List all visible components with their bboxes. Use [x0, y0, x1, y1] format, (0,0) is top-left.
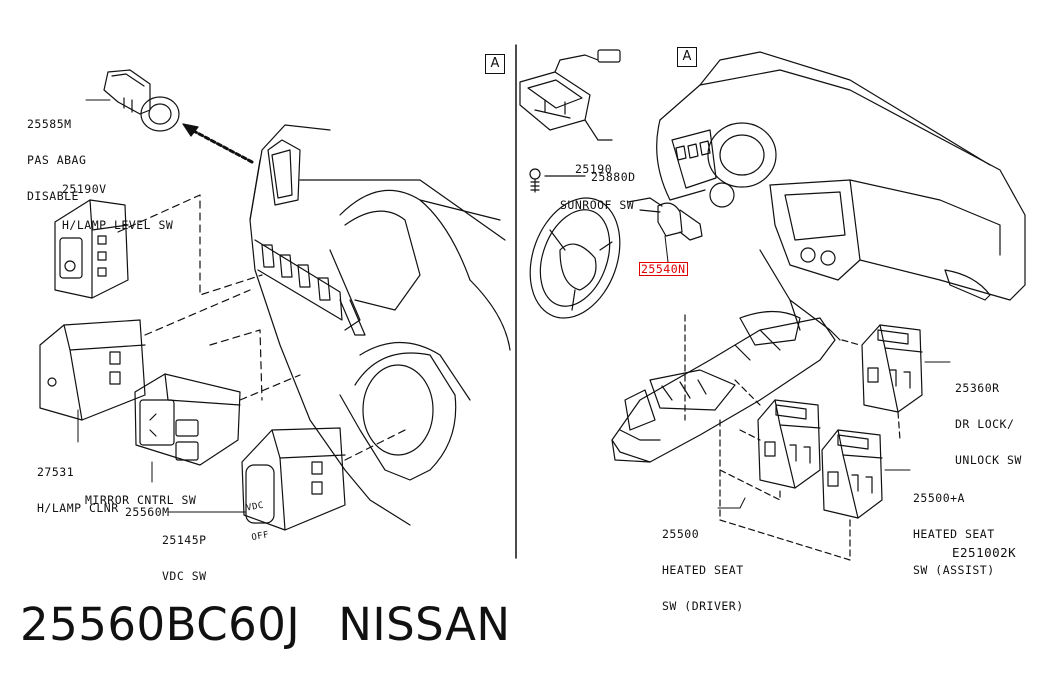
steering-wheel — [529, 197, 621, 319]
part-desc: UNLOCK SW — [955, 453, 1022, 467]
part-label-25540n-highlighted: 25540N — [639, 262, 688, 276]
part-desc: PAS ABAG — [27, 153, 87, 167]
screw-25880d — [529, 168, 586, 193]
ref-marker-left: A — [485, 54, 505, 74]
part-label-25360r: 25360R DR LOCK/ UNLOCK SW — [955, 358, 1022, 478]
heated-seat-assist-switch — [821, 429, 883, 519]
parts-diagram — [39, 44, 1026, 561]
install-arrow — [186, 126, 254, 164]
brand-name: NISSAN — [338, 598, 511, 651]
part-label-27531: 27531 H/LAMP CLNR — [37, 442, 119, 526]
vdc-switch — [241, 427, 346, 531]
mirror-control-switch — [134, 373, 241, 466]
sunroof-switch — [519, 49, 621, 141]
part-desc: HEATED SEAT — [913, 527, 995, 541]
diagram-code: E251002K — [952, 545, 1017, 560]
part-desc: DISABLE — [27, 189, 79, 203]
dashboard-left-view — [249, 124, 511, 526]
part-number-title: 25560BC60J — [20, 598, 301, 651]
part-number: 25145P — [162, 533, 207, 547]
part-desc: VDC SW — [162, 569, 207, 583]
part-label-25500-a: 25500+A HEATED SEAT SW (ASSIST) — [913, 468, 995, 588]
part-title: 25560BC60J NISSAN — [20, 598, 511, 651]
ref-marker-right: A — [677, 47, 697, 67]
combination-switch-25540n — [627, 197, 703, 263]
part-desc: H/LAMP LEVEL SW — [62, 218, 174, 232]
h-lamp-cleaner-switch — [39, 319, 146, 421]
h-lamp-level-switch — [54, 199, 129, 299]
part-desc: H/LAMP CLNR — [37, 501, 119, 515]
part-label-25190: 25190 SUNROOF SW — [560, 139, 634, 223]
part-label-25145p: 25145P VDC SW — [162, 510, 207, 594]
part-number: 25500 — [662, 527, 700, 541]
part-number: 25360R — [955, 381, 1000, 395]
part-desc: SUNROOF SW — [560, 198, 635, 212]
part-desc: SW (DRIVER) — [662, 599, 744, 613]
part-label-25880d: 25880D — [591, 170, 636, 184]
part-label-25500: 25500 HEATED SEAT SW (DRIVER) — [662, 504, 744, 624]
part-label-25585m: 25585M PAS ABAG DISABLE — [27, 94, 86, 214]
part-number: 25500+A — [913, 491, 965, 505]
part-desc-mirror: MIRROR CNTRL SW — [85, 493, 197, 507]
door-lock-switch — [861, 324, 923, 413]
part-label-25190v: 25190V H/LAMP LEVEL SW — [62, 159, 173, 243]
part-number: 25190V — [62, 182, 107, 196]
part-desc: DR LOCK/ — [955, 417, 1015, 431]
center-console — [611, 310, 836, 463]
part-number: 25585M — [27, 117, 72, 131]
part-number: 25190 — [575, 162, 613, 176]
dashboard-right-view — [656, 51, 1026, 341]
part-number: 25560M — [125, 505, 170, 519]
pas-abag-disable-switch — [103, 69, 180, 132]
heated-seat-driver-switch — [757, 399, 821, 489]
part-label-25560m: 25560M — [125, 482, 170, 530]
part-desc: HEATED SEAT — [662, 563, 744, 577]
part-number: 27531 — [37, 465, 75, 479]
part-desc: SW (ASSIST) — [913, 563, 995, 577]
